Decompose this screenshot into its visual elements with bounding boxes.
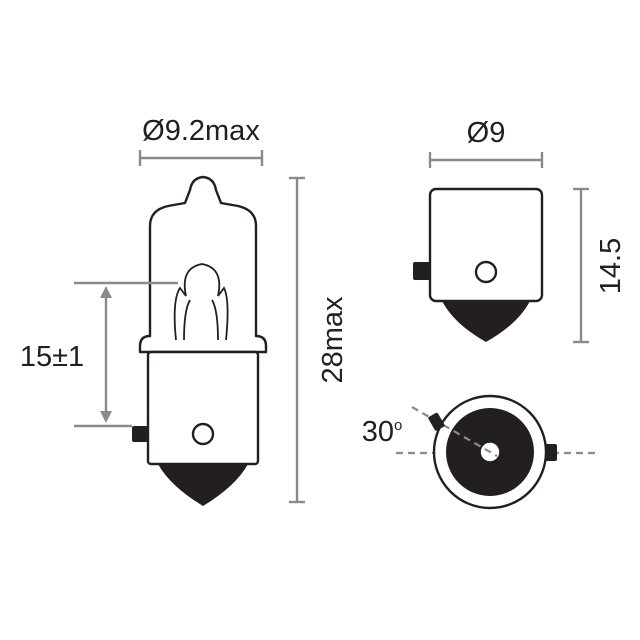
light-center-label: 15±1 bbox=[20, 341, 84, 373]
bulb-side-view bbox=[132, 175, 268, 506]
length-max-label: 28max bbox=[317, 296, 349, 384]
bulb-base bbox=[146, 350, 260, 466]
light-center-dimension: 15±1 bbox=[20, 281, 178, 428]
base-contact-tip bbox=[442, 301, 530, 342]
pin-angle-label: 30o bbox=[362, 416, 403, 448]
glass-envelope bbox=[148, 175, 258, 338]
glass-neck-ring bbox=[138, 334, 268, 354]
diameter-max-dimension: Ø9.2max bbox=[138, 115, 264, 166]
base-marker bbox=[191, 422, 215, 446]
base-body bbox=[428, 187, 544, 303]
bayonet-pin bbox=[132, 426, 148, 442]
filament bbox=[173, 263, 229, 341]
base-height-dimension: 14.5 bbox=[573, 187, 627, 344]
base-pin bbox=[413, 262, 430, 280]
length-max-dimension: 28max bbox=[289, 176, 349, 504]
base-side-view bbox=[413, 187, 544, 342]
diameter-max-label: Ø9.2max bbox=[142, 115, 260, 147]
angled-centerline bbox=[411, 406, 498, 457]
base-side-marker bbox=[474, 260, 498, 284]
pin-right bbox=[545, 444, 557, 461]
contact-tip bbox=[158, 464, 248, 506]
pin-angled bbox=[428, 412, 445, 431]
base-height-label: 14.5 bbox=[595, 238, 627, 294]
base-diameter-label: Ø9 bbox=[467, 117, 506, 149]
base-bottom-view: 30o bbox=[362, 394, 598, 510]
base-diameter-dimension: Ø9 bbox=[428, 117, 544, 168]
